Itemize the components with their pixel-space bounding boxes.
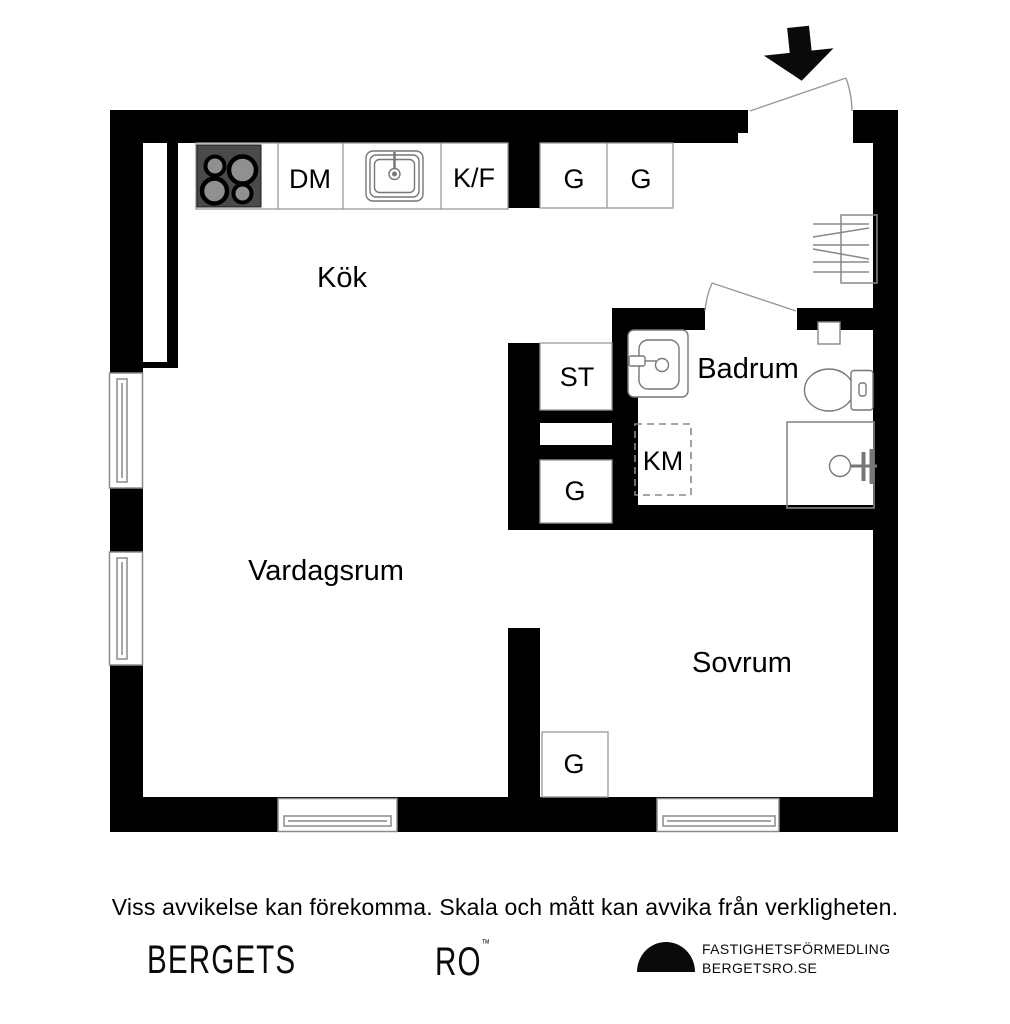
wall-bottom — [110, 797, 898, 832]
wall-top — [110, 110, 738, 143]
fixture-label-wardrobe-hall: G — [564, 476, 585, 506]
window-icon-bottom-living — [277, 797, 398, 833]
logo-ro-text: RO — [435, 940, 482, 984]
upper-cabinets-gg — [539, 142, 674, 209]
disclaimer-text: Viss avvikelse kan förekomma. Skala och … — [111, 894, 899, 920]
wall-above-g — [508, 445, 612, 460]
toilet-icon — [803, 368, 874, 412]
wall-bathroom-north-left — [612, 308, 705, 330]
trademark-symbol: ™ — [481, 938, 490, 950]
agency-text-block: FASTIGHETSFÖRMEDLING BERGETSRO.SE — [702, 940, 890, 978]
fixture-label-wardrobe-bedroom: G — [563, 749, 584, 779]
wall-top-door-jamb — [738, 110, 748, 133]
entry-arrow-icon — [763, 25, 834, 81]
fixture-label-washing-machine: KM — [643, 446, 684, 476]
bathroom-door-swing — [704, 282, 797, 312]
logo-ro-wordmark: RO™ — [435, 938, 490, 985]
fixture-label-wardrobe-top-2: G — [630, 164, 651, 194]
kitchen-sink-icon — [365, 150, 424, 202]
wall-bathroom-north-right — [797, 308, 873, 330]
room-label-bedroom: Sovrum — [692, 647, 792, 679]
room-label-kitchen: Kök — [317, 262, 367, 294]
window-icon-left-upper — [108, 372, 144, 489]
coat-rack-icon — [812, 214, 878, 284]
room-label-living-room: Vardagsrum — [248, 555, 404, 587]
windows — [108, 372, 780, 833]
wall-closet-block-west — [508, 343, 540, 523]
agency-line2: BERGETSRO.SE — [702, 960, 818, 976]
fixture-label-fridge-freezer: K/F — [453, 163, 495, 193]
window-icon-bottom-bedroom — [656, 797, 780, 833]
wall-below-st — [508, 410, 612, 423]
entry-door-swing — [749, 77, 853, 112]
wall-living-bedroom — [508, 628, 540, 797]
closet-g-bedroom — [541, 731, 609, 798]
closet-g-hall — [539, 459, 613, 524]
closet-st — [539, 342, 613, 411]
wall-top-right-block — [853, 110, 898, 143]
wall-pier-kitchen-hall — [508, 143, 540, 208]
walls — [110, 110, 898, 832]
agency-line1: FASTIGHETSFÖRMEDLING — [702, 941, 891, 957]
shaft-slot — [143, 143, 167, 362]
fixture-label-wardrobe-top-1: G — [563, 164, 584, 194]
window-icon-left-lower — [108, 551, 144, 666]
bathroom-sink-icon — [627, 329, 689, 398]
fixture-label-dishwasher: DM — [289, 164, 331, 194]
fixture-label-closet-st: ST — [560, 362, 595, 392]
vent-box — [817, 321, 841, 345]
shower-icon — [786, 421, 877, 509]
stove-icon — [196, 144, 262, 208]
logo-bergets-wordmark: BERGETS — [147, 938, 297, 982]
washing-machine-box — [634, 423, 692, 496]
room-label-bathroom: Badrum — [697, 353, 799, 385]
